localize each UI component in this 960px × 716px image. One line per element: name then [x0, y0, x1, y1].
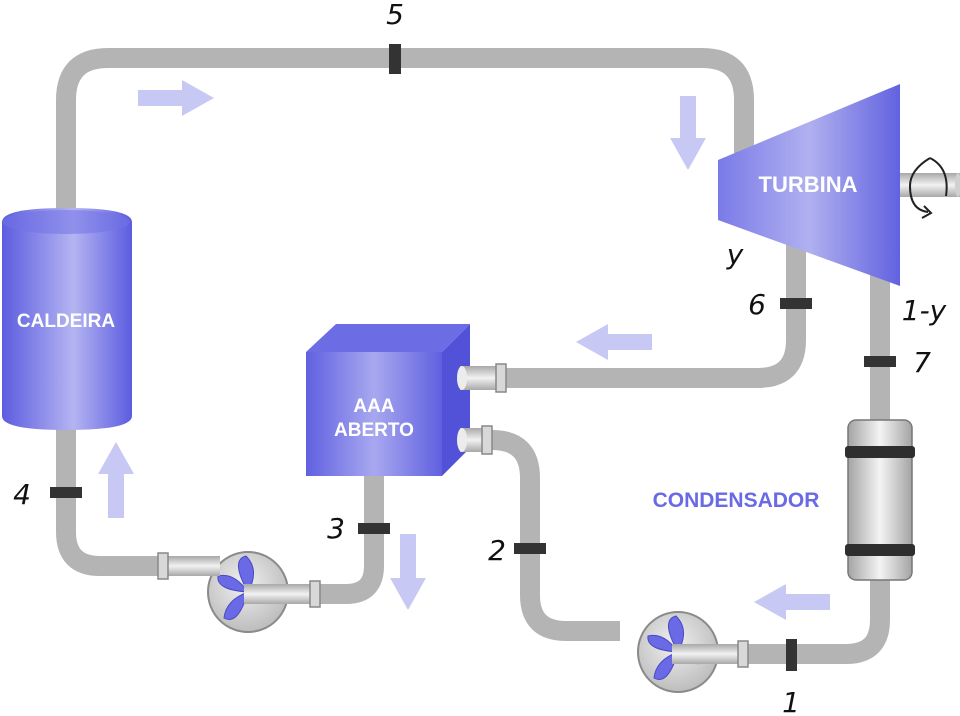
state-marker-7 [864, 356, 896, 367]
state-labels: 5 6 7 1 2 3 4 [13, 0, 931, 716]
state-markers [50, 44, 896, 671]
pipe-condenser-to-pump1 [742, 570, 890, 664]
state-label-1: 1 [782, 686, 800, 716]
boiler: CALDEIRA [2, 208, 132, 430]
pipes [56, 48, 890, 664]
condenser-band-top [845, 446, 915, 458]
state-marker-2 [514, 543, 546, 554]
pump-high-pressure [157, 551, 321, 633]
pipe-boiler-to-turbine [56, 48, 754, 230]
fraction-extraction-label: y [726, 238, 744, 271]
state-label-6: 6 [748, 288, 766, 321]
boiler-label: CALDEIRA [17, 311, 115, 332]
turbine-body [718, 84, 900, 286]
state-marker-4 [50, 487, 82, 498]
arrow-icon [754, 584, 830, 620]
turbine-shaft [896, 173, 960, 197]
state-label-7: 7 [913, 346, 931, 379]
condenser-band-bottom [845, 544, 915, 556]
pipe-pump1-to-heater [482, 430, 620, 641]
state-marker-3 [358, 523, 390, 534]
rotation-icon [908, 157, 948, 219]
condenser-body [847, 419, 913, 581]
arrow-icon [138, 80, 214, 116]
state-label-2: 2 [488, 534, 506, 567]
state-marker-1 [786, 639, 797, 671]
arrow-icon [670, 96, 706, 170]
pump-low-pressure [637, 611, 749, 693]
heater-label-line1: AAA [353, 396, 394, 417]
arrow-icon [98, 442, 134, 518]
flow-arrows [98, 80, 830, 620]
boiler-body [2, 208, 132, 430]
fraction-remainder-label: 1-y [902, 294, 947, 327]
open-feedwater-heater: AAA ABERTO [306, 324, 507, 476]
condenser-label: CONDENSADOR [653, 489, 820, 512]
heater-label-line2: ABERTO [334, 420, 414, 441]
pipe-heater-to-pump2 [314, 470, 384, 604]
state-label-5: 5 [386, 0, 404, 31]
arrow-icon [576, 324, 652, 360]
state-label-3: 3 [327, 512, 345, 545]
condenser: CONDENSADOR [653, 419, 915, 581]
pipe-turbine-extraction [500, 240, 806, 388]
state-marker-5 [389, 44, 401, 74]
state-label-4: 4 [13, 478, 31, 511]
heater-top [306, 324, 470, 352]
state-marker-6 [780, 298, 812, 309]
turbine-label: TURBINA [759, 172, 858, 197]
turbine: TURBINA [718, 84, 960, 286]
arrow-icon [390, 534, 426, 610]
pipe-pump2-to-boiler [56, 420, 208, 576]
heater-front [306, 352, 442, 476]
